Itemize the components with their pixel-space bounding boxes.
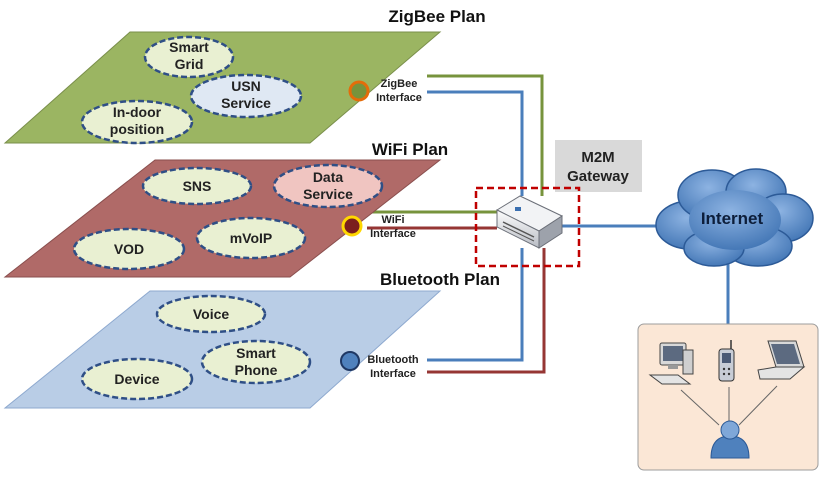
zigbee-blue-link	[427, 90, 524, 196]
mobile-phone-icon	[718, 340, 735, 382]
node-label: Grid	[175, 56, 204, 72]
node-label: mVoIP	[230, 230, 273, 246]
node-smart-grid: Smart Grid	[143, 35, 235, 79]
ellipse-node-icon	[72, 227, 186, 271]
terminal-links	[680, 385, 778, 426]
ellipse-node-icon	[80, 99, 194, 145]
interface-label: WiFi	[381, 214, 404, 226]
node-label: Data	[313, 169, 344, 185]
ellipse-node-icon	[155, 294, 267, 334]
user-icon	[710, 420, 750, 459]
node-label: position	[110, 121, 164, 137]
interface-label: Interface	[376, 92, 422, 104]
bluetooth-red-link	[427, 248, 546, 374]
node-label: SNS	[183, 178, 212, 194]
node-label: VOD	[114, 241, 144, 257]
node-mvoip: mVoIP	[195, 216, 307, 260]
bluetooth-blue-link	[427, 248, 524, 362]
zigbee-plan-title: ZigBee Plan	[388, 7, 485, 26]
ellipse-node-icon	[272, 163, 384, 209]
bluetooth-interface: Bluetooth Interface	[340, 351, 419, 380]
node-label: Voice	[193, 306, 230, 322]
node-usn-service: USN Service	[189, 73, 303, 119]
user-terminals-panel	[637, 323, 819, 471]
node-sns: SNS	[141, 166, 253, 206]
ellipse-node-icon	[141, 166, 253, 206]
node-label: Service	[221, 95, 271, 111]
internet-label: Internet	[701, 209, 764, 228]
wifi-interface: WiFi Interface	[341, 214, 416, 240]
gateway-device-icon	[495, 195, 564, 249]
node-vod: VOD	[72, 227, 186, 271]
ellipse-node-icon	[80, 357, 194, 401]
gateway-boundary	[474, 186, 581, 268]
interface-dot-icon	[341, 215, 363, 237]
interface-label: ZigBee	[381, 78, 418, 90]
ellipse-node-icon	[143, 35, 235, 79]
interface-dot-icon	[340, 351, 360, 371]
connection-lines	[367, 74, 730, 374]
internet-cloud: Internet	[655, 168, 814, 267]
wifi-plan-title: WiFi Plan	[372, 140, 448, 159]
zigbee-green-link	[427, 74, 544, 196]
cloud-icon	[655, 168, 814, 267]
zigbee-interface: ZigBee Interface	[348, 78, 422, 104]
node-label: Smart	[236, 345, 276, 361]
interface-dot-icon	[348, 80, 370, 102]
node-indoor-position: In-door position	[80, 99, 194, 145]
node-smart-phone: Smart Phone	[200, 339, 312, 385]
node-label: USN	[231, 78, 261, 94]
interface-label: Interface	[370, 368, 416, 380]
bluetooth-plan-title: Bluetooth Plan	[380, 270, 500, 289]
wifi-plane: WiFi Plan SNS Data Service VOD mVoIP WiF…	[3, 140, 448, 278]
desktop-pc-icon	[648, 342, 694, 385]
node-label: Smart	[169, 39, 209, 55]
node-label: Device	[114, 371, 159, 387]
ellipse-node-icon	[195, 216, 307, 260]
gateway-label: M2M	[581, 149, 614, 166]
gateway-label: Gateway	[567, 168, 629, 185]
laptop-icon	[757, 340, 806, 380]
node-voice: Voice	[155, 294, 267, 334]
interface-label: Bluetooth	[367, 354, 419, 366]
node-data-service: Data Service	[272, 163, 384, 209]
node-device: Device	[80, 357, 194, 401]
m2m-gateway: M2M Gateway	[474, 140, 642, 268]
node-label: In-door	[113, 104, 162, 120]
bluetooth-plane: Bluetooth Plan Voice Smart Phone Device …	[3, 270, 500, 409]
ellipse-node-icon	[189, 73, 303, 119]
ellipse-node-icon	[200, 339, 312, 385]
zigbee-plane: ZigBee Plan Smart Grid USN Service In-do…	[3, 7, 486, 145]
node-label: Service	[303, 186, 353, 202]
interface-label: Interface	[370, 228, 416, 240]
gateway-label-box	[555, 140, 642, 192]
node-label: Phone	[235, 362, 278, 378]
